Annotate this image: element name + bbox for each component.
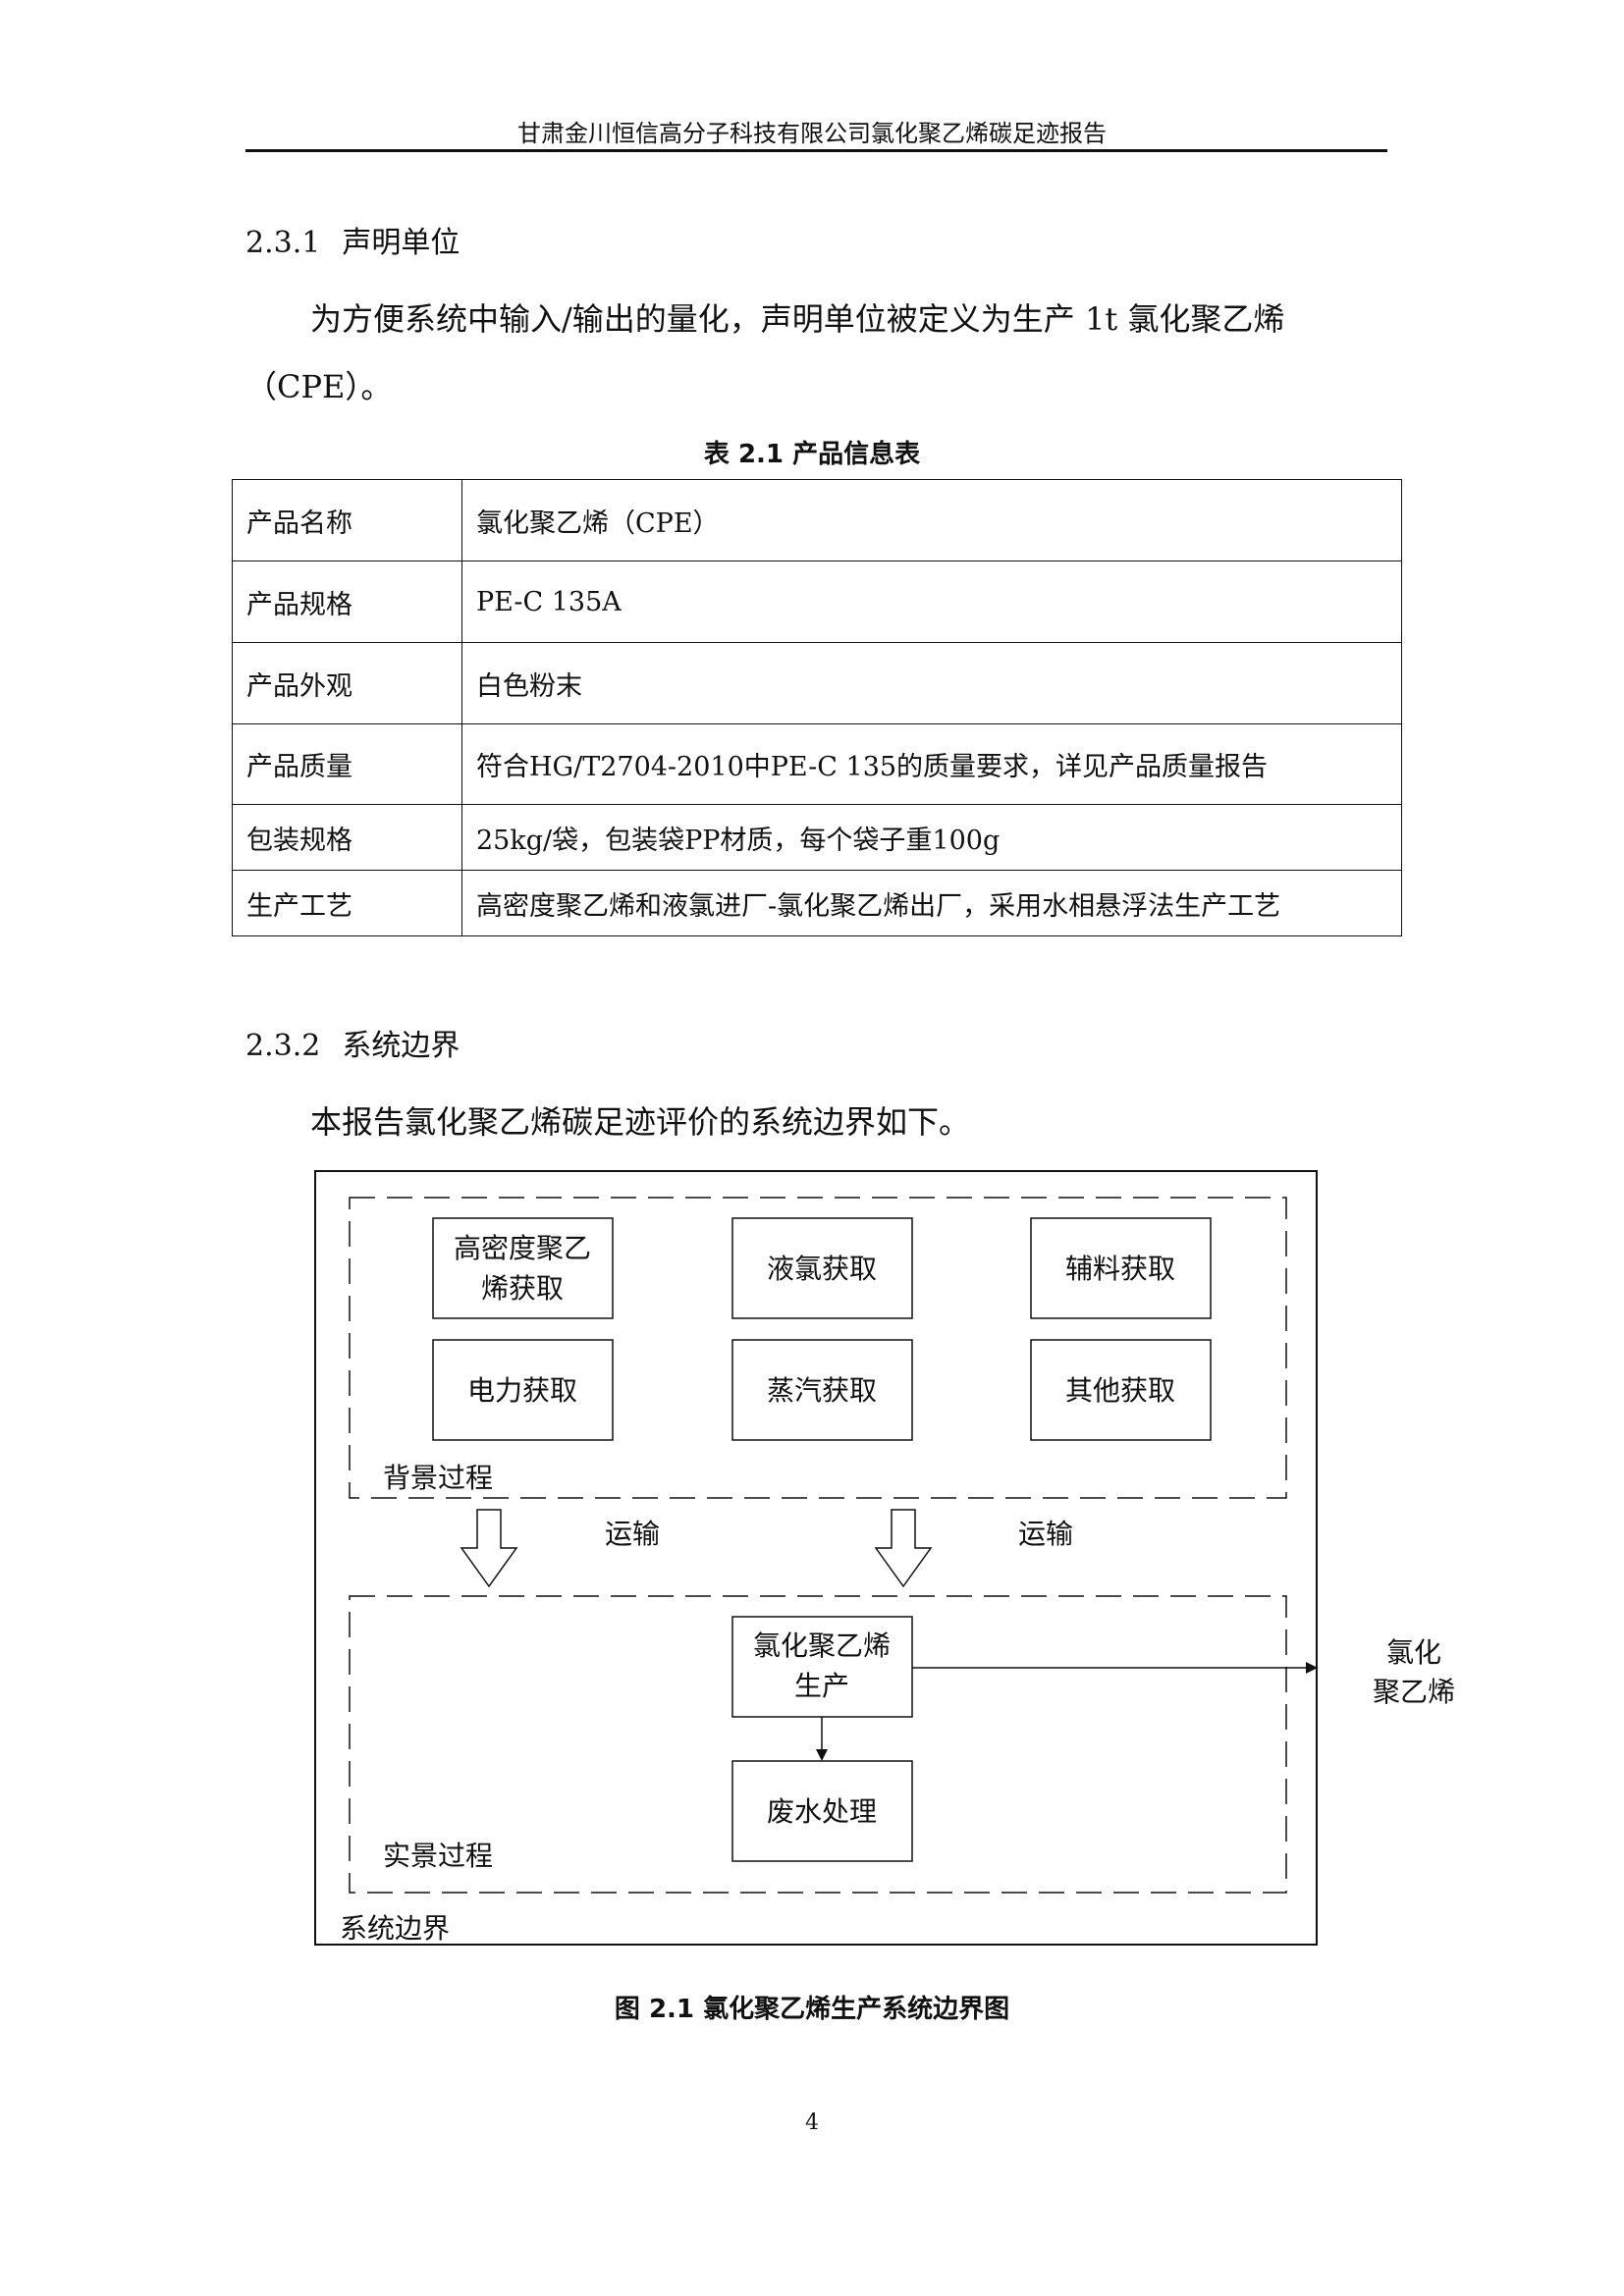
process-box-label: 电力获取 bbox=[467, 1374, 577, 1407]
process-box-label: 辅料获取 bbox=[1065, 1253, 1175, 1285]
output-label: 氯化 聚乙烯 bbox=[1355, 1633, 1473, 1712]
section-number: 2.3.1 bbox=[245, 226, 321, 260]
section-heading-2-3-2: 2.3.2 系统边界 bbox=[245, 1021, 460, 1064]
system-boundary-diagram: 系统边界 背景过程 高密度聚乙 烯获取 液氯获取 辅料获取 电力获取 蒸汽获取 bbox=[314, 1170, 1318, 1946]
table-cell-key: 产品名称 bbox=[232, 479, 462, 561]
process-box-electricity: 电力获取 bbox=[432, 1339, 614, 1441]
page-number: 4 bbox=[805, 2110, 819, 2135]
table-caption: 表 2.1 产品信息表 bbox=[703, 440, 921, 469]
process-box-label: 其他获取 bbox=[1065, 1374, 1175, 1407]
table-cell-key: 产品外观 bbox=[232, 642, 462, 724]
table-row: 产品名称 氯化聚乙烯（CPE） bbox=[232, 479, 1402, 561]
table-row: 产品规格 PE-C 135A bbox=[232, 561, 1402, 643]
process-box-liquid-chlorine: 液氯获取 bbox=[731, 1217, 913, 1319]
header-rule bbox=[245, 149, 1387, 152]
process-box-label: 氯化聚乙烯 bbox=[753, 1629, 891, 1662]
table-cell-value: PE-C 135A bbox=[461, 561, 1402, 643]
page-header-title: 甘肃金川恒信高分子科技有限公司氯化聚乙烯碳足迹报告 bbox=[517, 120, 1107, 147]
process-box-hdpe: 高密度聚乙 烯获取 bbox=[432, 1217, 614, 1319]
table-cell-key: 产品规格 bbox=[232, 561, 462, 643]
table-cell-key: 生产工艺 bbox=[232, 870, 462, 936]
process-box-label: 生产 bbox=[794, 1670, 849, 1702]
paragraph-line: （CPE）。 bbox=[245, 368, 393, 405]
table-cell-value: 白色粉末 bbox=[461, 642, 1402, 724]
process-box-steam: 蒸汽获取 bbox=[731, 1339, 913, 1441]
background-process-label: 背景过程 bbox=[383, 1462, 493, 1494]
transport-arrow-right-icon bbox=[874, 1509, 933, 1588]
process-box-label: 高密度聚乙 bbox=[454, 1232, 591, 1264]
paragraph-line: 本报告氯化聚乙烯碳足迹评价的系统边界如下。 bbox=[310, 1103, 971, 1141]
transport-arrow-left-icon bbox=[460, 1509, 518, 1588]
process-box-label: 烯获取 bbox=[481, 1272, 564, 1305]
section-title: 声明单位 bbox=[342, 226, 460, 260]
table-cell-value: 25kg/袋，包装袋PP材质，每个袋子重100g bbox=[461, 804, 1402, 871]
output-label-line: 聚乙烯 bbox=[1372, 1676, 1455, 1708]
section-heading-2-3-1: 2.3.1 声明单位 bbox=[245, 218, 460, 261]
table-row: 生产工艺 高密度聚乙烯和液氯进厂-氯化聚乙烯出厂，采用水相悬浮法生产工艺 bbox=[232, 870, 1402, 936]
process-box-wastewater: 废水处理 bbox=[731, 1760, 913, 1862]
transport-label-right: 运输 bbox=[1018, 1518, 1073, 1550]
output-label-line: 氯化 bbox=[1385, 1636, 1441, 1669]
system-boundary-frame bbox=[314, 1170, 1318, 1946]
paragraph-line: 为方便系统中输入/输出的量化，声明单位被定义为生产 1t 氯化聚乙烯 bbox=[310, 300, 1285, 338]
process-box-cpe-production: 氯化聚乙烯 生产 bbox=[731, 1616, 913, 1718]
table-cell-key: 包装规格 bbox=[232, 804, 462, 871]
process-box-label: 液氯获取 bbox=[767, 1253, 877, 1285]
section-number: 2.3.2 bbox=[245, 1029, 321, 1063]
table-cell-value: 符合HG/T2704-2010中PE-C 135的质量要求，详见产品质量报告 bbox=[461, 723, 1402, 805]
product-info-table: 产品名称 氯化聚乙烯（CPE） 产品规格 PE-C 135A 产品外观 白色粉末… bbox=[232, 479, 1402, 936]
process-box-other: 其他获取 bbox=[1030, 1339, 1212, 1441]
table-row: 产品外观 白色粉末 bbox=[232, 642, 1402, 724]
table-cell-key: 产品质量 bbox=[232, 723, 462, 805]
table-cell-value: 氯化聚乙烯（CPE） bbox=[461, 479, 1402, 561]
table-row: 包装规格 25kg/袋，包装袋PP材质，每个袋子重100g bbox=[232, 804, 1402, 871]
system-boundary-label: 系统边界 bbox=[340, 1912, 450, 1945]
table-row: 产品质量 符合HG/T2704-2010中PE-C 135的质量要求，详见产品质… bbox=[232, 723, 1402, 805]
figure-caption: 图 2.1 氯化聚乙烯生产系统边界图 bbox=[614, 1995, 1010, 2024]
process-box-auxiliary: 辅料获取 bbox=[1030, 1217, 1212, 1319]
foreground-process-label: 实景过程 bbox=[383, 1840, 493, 1872]
transport-label-left: 运输 bbox=[605, 1518, 660, 1550]
foreground-process-frame bbox=[349, 1595, 1287, 1894]
process-box-label: 废水处理 bbox=[767, 1795, 877, 1828]
background-process-frame bbox=[349, 1197, 1287, 1499]
process-box-label: 蒸汽获取 bbox=[767, 1374, 877, 1407]
section-title: 系统边界 bbox=[342, 1029, 460, 1063]
table-cell-value: 高密度聚乙烯和液氯进厂-氯化聚乙烯出厂，采用水相悬浮法生产工艺 bbox=[461, 870, 1402, 936]
